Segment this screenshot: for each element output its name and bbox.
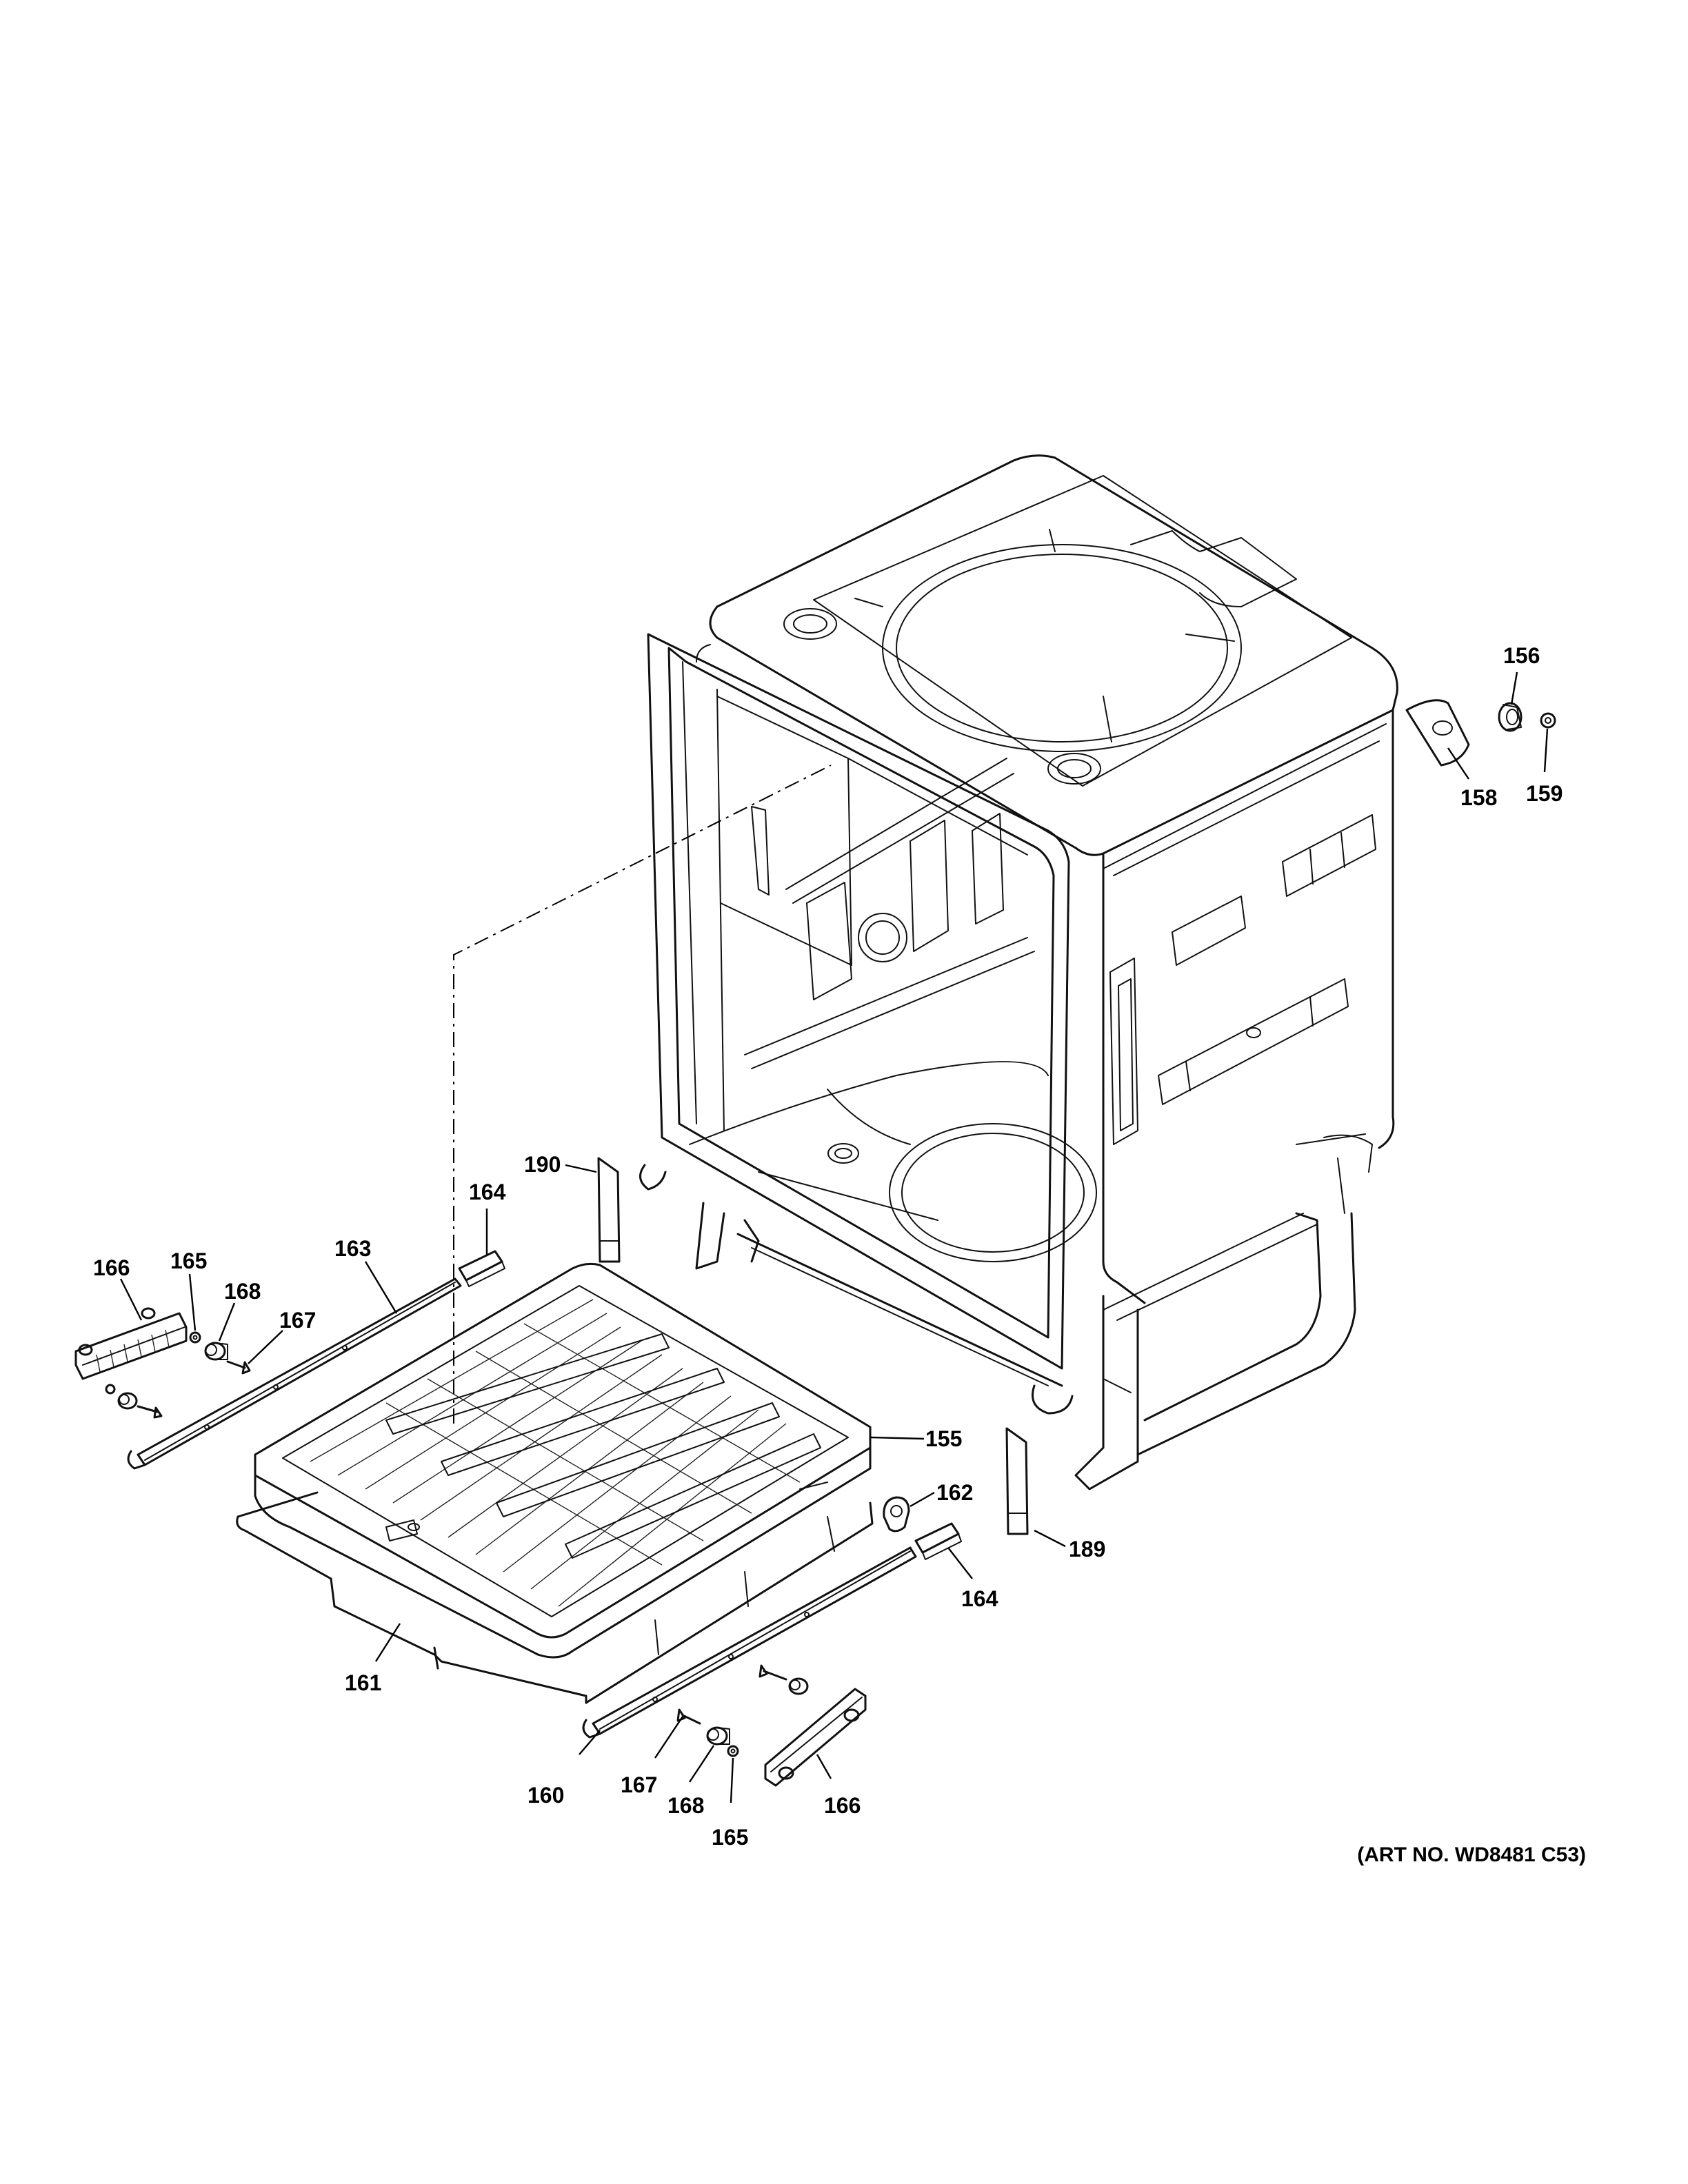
label-168-right: 168 <box>667 1793 704 1818</box>
label-165-left: 165 <box>170 1248 207 1273</box>
label-155: 155 <box>925 1426 962 1451</box>
art-number: (ART NO. WD8481 C53) <box>1357 1843 1586 1866</box>
part-166-rack-roller-bracket-left <box>74 1307 188 1380</box>
part-167-screw-left <box>226 1360 251 1375</box>
part-156-nut <box>1498 702 1523 732</box>
part-160-right-rack-rail <box>582 1546 917 1739</box>
part-162-clip <box>883 1496 910 1533</box>
part-labels: 155 156 158 159 160 161 162 163 164 164 … <box>93 643 1563 1850</box>
part-190-tub-spacer <box>597 1157 621 1263</box>
label-164-lower: 164 <box>961 1586 998 1611</box>
part-166-rack-roller-bracket-right <box>764 1688 867 1787</box>
part-164-rail-end-cap-lower <box>914 1522 962 1560</box>
label-159: 159 <box>1526 781 1563 806</box>
part-159-washer <box>1540 712 1556 729</box>
label-164-upper: 164 <box>469 1180 506 1204</box>
label-166-left: 166 <box>93 1255 130 1280</box>
part-163-left-rack-rail <box>127 1277 462 1470</box>
label-167-right: 167 <box>621 1772 657 1797</box>
label-163: 163 <box>334 1236 371 1261</box>
label-161: 161 <box>345 1670 381 1695</box>
part-168-roller-right <box>706 1726 730 1746</box>
part-158-bracket <box>1405 699 1470 767</box>
part-165-washer-right <box>727 1745 739 1757</box>
label-162: 162 <box>936 1480 973 1505</box>
label-166-right: 166 <box>824 1793 861 1818</box>
part-189-tub-spacer <box>1005 1427 1029 1535</box>
label-167-left: 167 <box>279 1308 316 1333</box>
label-156: 156 <box>1503 643 1540 668</box>
left-hardware-lower <box>105 1384 163 1419</box>
label-168-left: 168 <box>224 1279 261 1304</box>
part-164-rail-end-cap-upper <box>458 1250 505 1287</box>
assembly-leader-line <box>453 765 832 1424</box>
part-165-washer-left <box>189 1331 201 1344</box>
right-hardware-upper <box>758 1664 809 1695</box>
part-168-roller-left <box>204 1342 228 1361</box>
tub-assembly <box>639 454 1398 1490</box>
label-165-right: 165 <box>712 1825 748 1850</box>
part-155-lower-rack <box>254 1262 872 1659</box>
label-158: 158 <box>1460 785 1497 810</box>
leader-lines <box>119 671 1549 1803</box>
label-190: 190 <box>524 1152 561 1177</box>
label-160: 160 <box>528 1783 564 1808</box>
part-167-screw-right <box>676 1708 701 1725</box>
part-161-rack-wire-frame <box>236 1482 874 1704</box>
label-189: 189 <box>1069 1537 1105 1561</box>
